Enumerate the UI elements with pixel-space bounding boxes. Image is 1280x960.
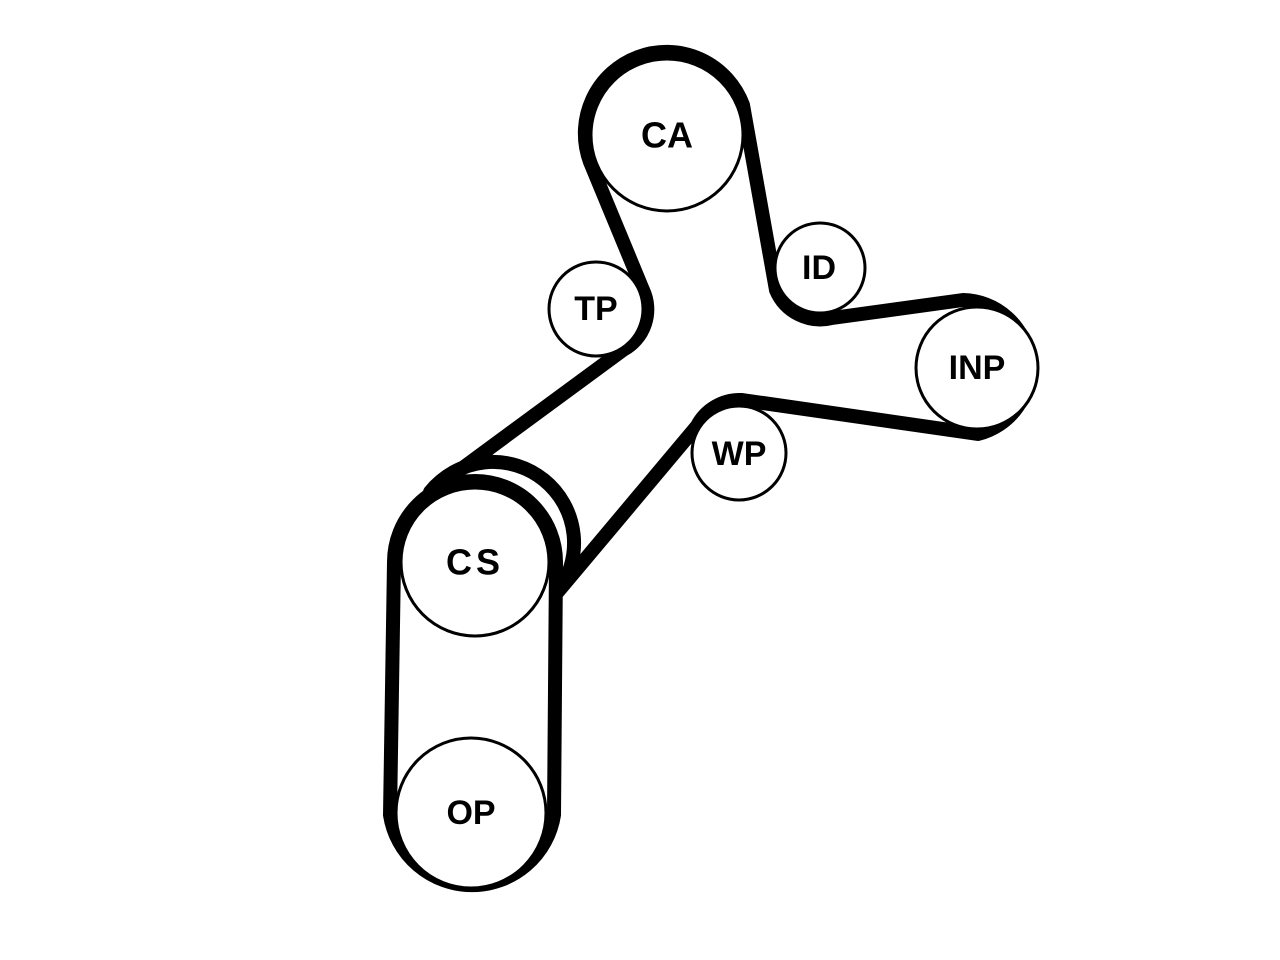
pulley-inp-label: INP [949,349,1006,387]
pulley-cs: CS [399,486,551,638]
pulley-tp-label: TP [574,290,617,328]
pulley-wp: WP [690,404,788,502]
pulley-wp-label: WP [712,435,767,473]
pulley-ca-label: CA [641,115,693,156]
pulley-id: ID [773,221,867,315]
pulley-op: OP [394,736,548,890]
pulley-id-label: ID [802,249,836,287]
pulley-cs-label: CS [446,542,504,583]
pulley-inp: INP [914,305,1040,431]
pulley-op-label: OP [446,794,495,832]
pulley-tp: TP [547,260,645,358]
pulley-ca: CA [589,57,745,213]
